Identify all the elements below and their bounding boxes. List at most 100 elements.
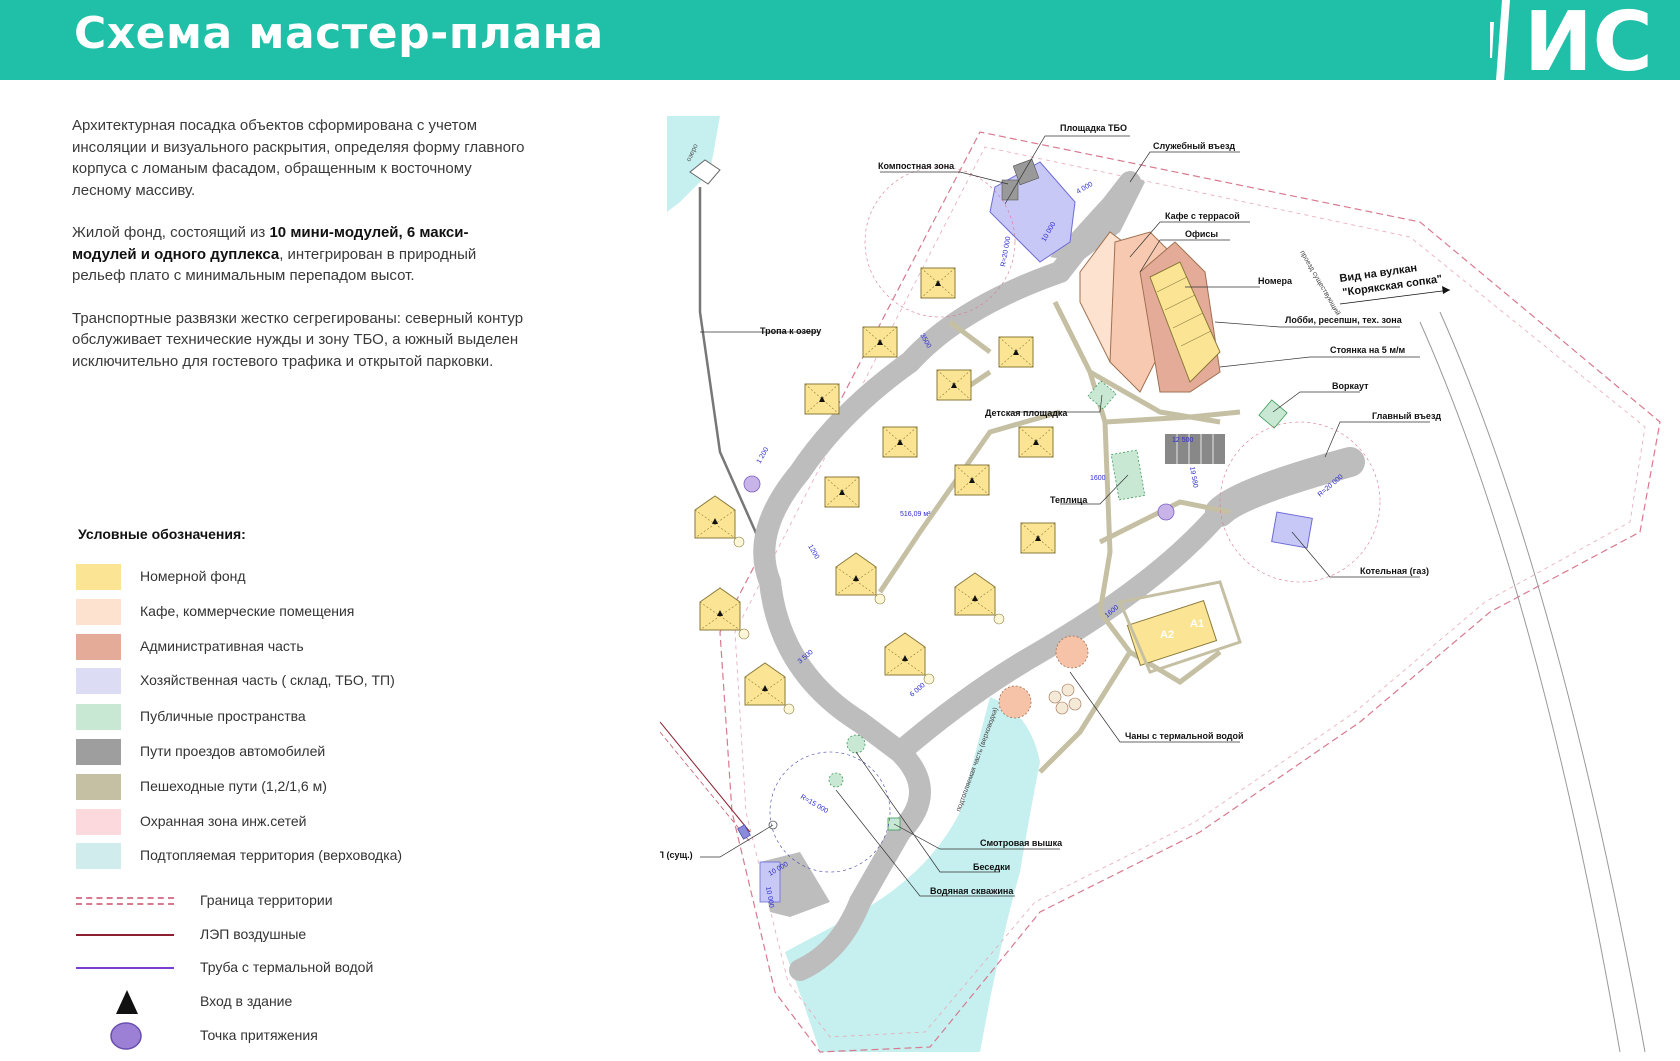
service-turnaround: [1050, 172, 1145, 262]
svg-text:19 580: 19 580: [1188, 466, 1199, 488]
svg-text:1200: 1200: [806, 544, 820, 561]
label-gazebos: Беседки: [973, 862, 1010, 872]
legend-swatch: [76, 668, 121, 694]
big-house: [744, 662, 795, 715]
label-well: Водяная скважина: [930, 886, 1014, 896]
lake-pier: [689, 159, 721, 185]
legend-label: Пешеходные пути (1,2/1,6 м): [140, 778, 327, 794]
label-tp: ТП (сущ.): [660, 850, 693, 860]
header-bar: Схема мастер-плана ИС: [0, 0, 1680, 80]
legend-item-utility: Хозяйственная часть ( склад, ТБО, ТП): [76, 668, 496, 694]
svg-text:12 500: 12 500: [1172, 437, 1194, 444]
workout-area: [1258, 399, 1288, 429]
intro-p2-post: , интегрирован в природный рельеф плато …: [72, 245, 477, 285]
label-offices: Офисы: [1185, 229, 1218, 239]
legend-title: Условные обозначения:: [78, 526, 246, 542]
radius-circle: [769, 751, 891, 873]
parking-lines: [1176, 434, 1214, 464]
legend-item-admin: Административная часть: [76, 634, 496, 660]
legend-label: Пути проездов автомобилей: [140, 743, 326, 759]
plan-labels: Площадка ТБО Служебный въезд Компостная …: [652, 123, 1441, 896]
svg-text:R=20 000: R=20 000: [1000, 236, 1012, 267]
legend-label: Труба с термальной водой: [200, 959, 374, 975]
label-workout: Воркаут: [1332, 381, 1369, 391]
ring-road-west: [753, 261, 1071, 981]
gazebo: [828, 772, 844, 788]
legend-label: Административная часть: [140, 638, 304, 654]
intro-p2-bold: 10 мини-модулей, 6 макси-модулей и одног…: [72, 224, 469, 263]
legend-label: ЛЭП воздушные: [200, 926, 307, 942]
house: [954, 464, 990, 496]
big-house: [699, 587, 750, 640]
company-logo: ИС: [1490, 0, 1653, 80]
legend-swatch: [76, 739, 121, 765]
territory-boundary-inner: [734, 146, 1646, 1038]
legend-swatch: [76, 564, 121, 590]
label-tbo: Площадка ТБО: [1060, 123, 1127, 133]
intro-text: Архитектурная посадка объектов сформиров…: [72, 115, 532, 393]
house: [862, 326, 898, 358]
label-playground: Детская площадка: [985, 408, 1068, 418]
svg-text:4 000: 4 000: [1076, 181, 1095, 196]
legend-line-power: ЛЭП воздушные: [76, 923, 496, 947]
existing-road-label: проезд существующий: [1298, 249, 1342, 317]
label-tower: Смотровая вышка: [980, 838, 1063, 848]
volcano-view: Вид на вулкан "Корякская сопка": [1339, 262, 1451, 305]
attraction-point: [1157, 503, 1175, 521]
house: [882, 426, 918, 458]
ring-road-south: [889, 501, 1231, 763]
page-title: Схема мастер-плана: [74, 8, 604, 59]
power-line-zone: [659, 731, 751, 843]
legend-item-protection: Охранная зона инж.сетей: [76, 809, 496, 835]
radius-circle: [1219, 421, 1381, 583]
house: [1018, 426, 1054, 458]
logo-text: ИС: [1524, 0, 1653, 80]
territory-boundary: [719, 131, 1661, 1053]
master-plan-map: озеро подтопляемая часть (верховодка) пр…: [652, 112, 1680, 1061]
radius-circle: [864, 166, 1016, 318]
intro-paragraph-2: Жилой фонд, состоящий из 10 мини-модулей…: [72, 222, 532, 287]
existing-road: [1419, 321, 1621, 1053]
gazebo: [846, 734, 866, 754]
legend-item-cafe: Кафе, коммерческие помещения: [76, 599, 496, 625]
thermal-vat: [998, 685, 1032, 719]
legend-item-public: Публичные пространства: [76, 704, 496, 730]
big-house: [884, 632, 935, 685]
duplex-building: [1126, 600, 1218, 666]
flood-zone: [785, 697, 1040, 1052]
svg-text:1600: 1600: [1090, 475, 1106, 482]
legend-line-mark: [76, 967, 174, 969]
tbo-container: [1012, 158, 1040, 186]
label-greenhouse: Теплица: [1050, 495, 1088, 505]
duplex-path: [1117, 580, 1242, 674]
legend-label: Вход в здание: [200, 993, 293, 1009]
legend-line-mark: [76, 934, 174, 936]
house: [824, 476, 860, 508]
legend-label: Публичные пространства: [140, 708, 306, 724]
label-vats: Чаны с термальной водой: [1125, 731, 1244, 741]
legend-line-mark: [76, 903, 174, 905]
entrance-icon: [116, 990, 138, 1014]
legend-attraction: Точка притяжения: [76, 1022, 496, 1050]
intro-p2-pre: Жилой фонд, состоящий из: [72, 224, 270, 241]
legend-swatch: [76, 774, 121, 800]
label-main-entry: Главный въезд: [1372, 411, 1441, 421]
power-line: [659, 721, 751, 833]
legend-swatch: [76, 704, 121, 730]
legend-item-roads: Пути проездов автомобилей: [76, 739, 496, 765]
legend-item-rooms: Номерной фонд: [76, 564, 496, 590]
leader-lines: [700, 135, 1430, 897]
svg-text:6 000: 6 000: [909, 682, 927, 699]
attraction-point-icon: [110, 1022, 142, 1050]
south-parking: [759, 861, 781, 903]
legend-entrance: Вход в здание: [76, 990, 496, 1014]
legend-label: Граница территории: [200, 892, 333, 908]
big-house: [835, 552, 886, 605]
master-plan-svg: озеро подтопляемая часть (верховодка) пр…: [652, 116, 1661, 1053]
legend-label: Номерной фонд: [140, 568, 246, 584]
label-lobby: Лобби, ресепшн, тех. зона: [1285, 315, 1403, 325]
compost-box: [1001, 179, 1019, 201]
legend-line-boundary: Граница территории: [76, 889, 496, 913]
big-house: [954, 572, 1005, 625]
legend-label: Подтопляемая территория (верховодка): [140, 847, 403, 863]
